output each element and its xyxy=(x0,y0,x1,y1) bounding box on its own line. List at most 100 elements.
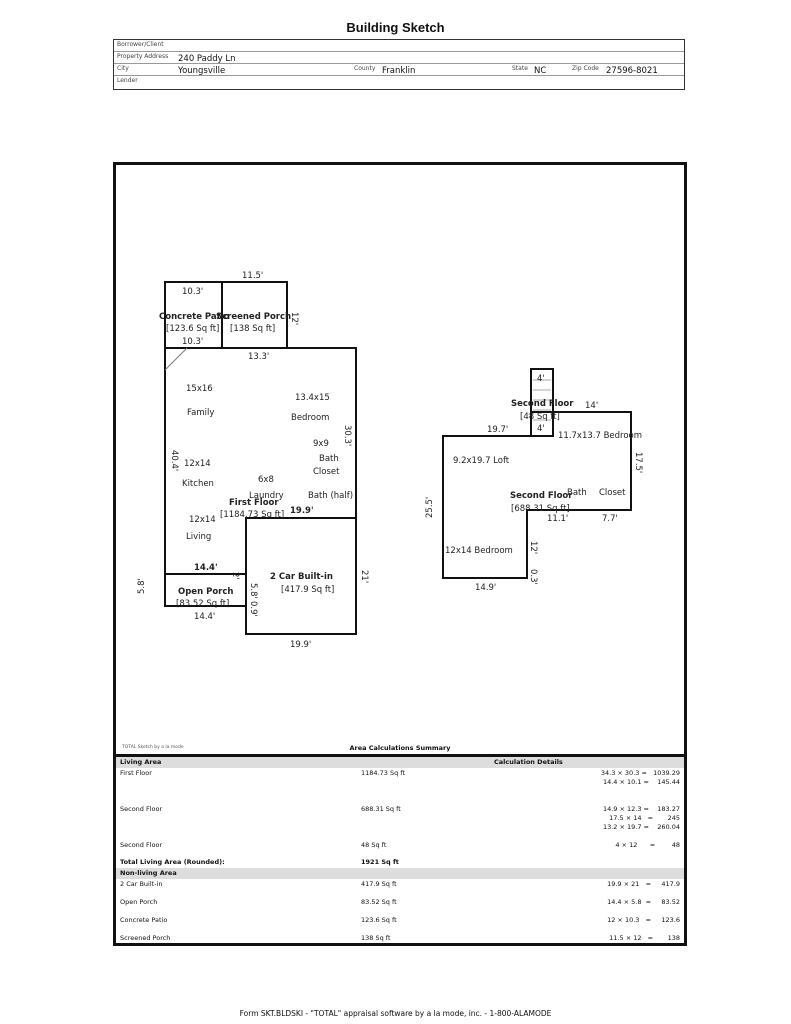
dim: 14.9' xyxy=(475,583,496,593)
zip-label: Zip Code xyxy=(572,65,599,72)
county-label: County xyxy=(354,65,376,72)
room: 13.4x15 xyxy=(295,393,330,403)
dim: 30.3' xyxy=(342,425,352,446)
screened-porch-area: [138 Sq ft] xyxy=(230,324,275,334)
section-label: Non-living Area xyxy=(120,869,177,877)
dim: 0.3' xyxy=(528,569,538,585)
calc-line: 14.9 × 12.3 = 183.27 xyxy=(602,805,680,813)
row-area: 1184.73 Sq ft xyxy=(361,769,405,777)
stair-treads xyxy=(533,379,551,421)
room: 11.7x13.7 Bedroom xyxy=(558,431,642,441)
concrete-patio-name: Concrete Patio xyxy=(159,312,230,322)
screened-porch-outline xyxy=(221,281,288,349)
dim: 4' xyxy=(537,424,545,434)
dim: 13.3' xyxy=(248,352,269,362)
room: 6x8 xyxy=(258,475,274,485)
room: 12x14 xyxy=(189,515,216,525)
city-value: Youngsville xyxy=(178,66,226,76)
dim: 5.8' xyxy=(248,583,258,599)
second-floor-area: [688.31 Sq ft] xyxy=(511,504,570,514)
row-name: 2 Car Built-in xyxy=(120,880,163,888)
dim: 11.5' xyxy=(242,271,263,281)
door-swing xyxy=(164,347,188,371)
garage-name: 2 Car Built-in xyxy=(270,572,333,582)
calc-line: 13.2 × 19.7 = 260.04 xyxy=(602,823,680,831)
row-name: Open Porch xyxy=(120,898,158,906)
dim: 17.5' xyxy=(633,452,643,473)
row-calc: 12 × 10.3 = 123.6 xyxy=(607,916,680,924)
second-floor-name: Second Floor xyxy=(510,491,573,501)
floor-plan-sketch: 11.5' 10.3' 10.3' 12' Concrete Patio [12… xyxy=(137,271,643,650)
section-label: Living Area xyxy=(120,758,162,766)
page-title: Building Sketch xyxy=(346,20,445,35)
summary-title: Area Calculations Summary xyxy=(349,744,451,752)
dim: 19.9' xyxy=(290,640,311,650)
room: Bath (half) xyxy=(308,491,353,501)
sketch-frame xyxy=(113,162,687,946)
area-summary-table: Living Area Calculation Details First Flo… xyxy=(116,754,684,947)
row-name: Screened Porch xyxy=(120,934,171,942)
city-label: City xyxy=(117,65,129,72)
sketch-credit: TOTAL Sketch by a la mode xyxy=(122,745,184,750)
dim: 14.4' xyxy=(194,612,215,622)
room: 9.2x19.7 Loft xyxy=(453,456,510,466)
dim: 25.5' xyxy=(425,497,435,518)
row-area: 417.9 Sq ft xyxy=(361,880,397,888)
dim: 5.8' xyxy=(137,578,147,594)
stairs-outline xyxy=(530,368,554,437)
room: 15x16 xyxy=(186,384,213,394)
form-footer: Form SKT.BLDSKI - "TOTAL" appraisal soft… xyxy=(239,1009,552,1018)
dim: 11.1' xyxy=(547,514,568,524)
dim: 10.3' xyxy=(182,337,203,347)
row-calc: 14.4 × 5.8 = 83.52 xyxy=(607,898,680,906)
open-porch-outline xyxy=(164,573,247,607)
garage-area: [417.9 Sq ft] xyxy=(281,585,334,595)
stairs-area: [48 Sq ft] xyxy=(520,412,560,422)
table-row: Open Porch 83.52 Sq ft 14.4 × 5.8 = 83.52 xyxy=(116,897,684,915)
state-label: State xyxy=(512,65,528,72)
dim: 7.7' xyxy=(602,514,618,524)
room: Living xyxy=(186,532,211,542)
dim: 10.3' xyxy=(182,287,203,297)
row-calc: 19.9 × 21 = 417.9 xyxy=(607,880,680,888)
address-label: Property Address xyxy=(117,53,169,60)
first-floor-name: First Floor xyxy=(229,498,279,508)
dim: 12' xyxy=(528,541,538,554)
dim: 40.4' xyxy=(169,450,179,471)
room: Kitchen xyxy=(182,479,214,489)
stairs-name: Second Floor xyxy=(511,399,574,409)
room: Bedroom xyxy=(291,413,329,423)
total-label: Total Living Area (Rounded): xyxy=(120,858,225,866)
dim: 21' xyxy=(359,570,369,583)
borrower-label: Borrower/Client xyxy=(117,41,164,48)
address-value: 240 Paddy Ln xyxy=(178,54,236,64)
room: 12x14 xyxy=(184,459,211,469)
room: 9x9 xyxy=(313,439,329,449)
dim: 19.7' xyxy=(487,425,508,435)
dim: 4' xyxy=(537,374,545,384)
living-area-header: Living Area Calculation Details xyxy=(116,757,684,768)
dim: 0.9' xyxy=(248,601,258,617)
room: Closet xyxy=(599,488,626,498)
calc-line: 4 × 12 = 48 xyxy=(615,841,680,849)
room: Bath xyxy=(319,454,339,464)
row-name: Second Floor xyxy=(120,805,163,813)
first-floor-area: [1184.73 Sq ft] xyxy=(220,510,284,520)
calc-line: 34.3 × 30.3 = 1039.29 xyxy=(600,769,680,777)
property-header: Borrower/Client Property Address 240 Padd… xyxy=(113,39,685,90)
dim: 14.4' xyxy=(194,563,218,573)
row-area: 83.52 Sq ft xyxy=(361,898,397,906)
state-value: NC xyxy=(534,66,547,76)
zip-value: 27596-8021 xyxy=(606,66,658,76)
county-value: Franklin xyxy=(382,66,416,76)
calc-header: Calculation Details xyxy=(494,758,563,766)
total-value: 1921 Sq ft xyxy=(361,858,399,866)
open-porch-name: Open Porch xyxy=(178,587,233,597)
open-porch-area: [83.52 Sq ft] xyxy=(176,599,229,609)
